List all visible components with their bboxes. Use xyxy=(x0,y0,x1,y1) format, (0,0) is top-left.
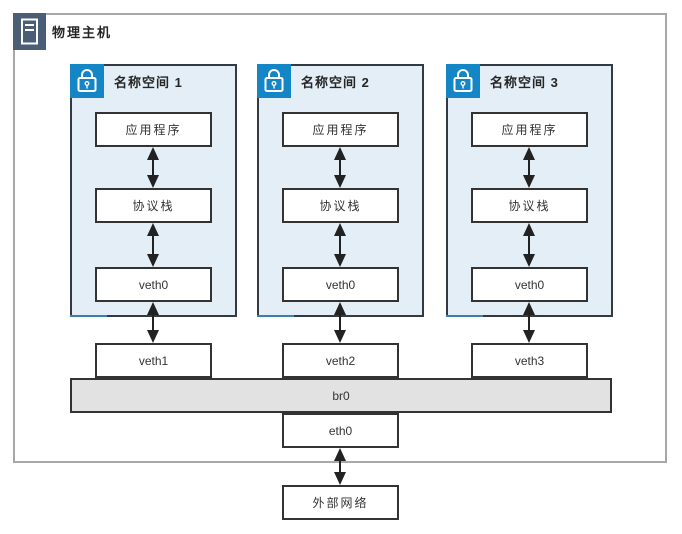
arrow-app-stack-1 xyxy=(146,147,160,188)
host-title: 物理主机 xyxy=(52,25,113,40)
protocol-stack-node: 协议栈 xyxy=(282,188,399,223)
arrow-veth0-veth1 xyxy=(146,302,160,343)
app-node: 应用程序 xyxy=(471,112,588,147)
arrow-stack-veth0-2 xyxy=(333,223,347,267)
namespace-accent-segment xyxy=(257,315,294,317)
lock-icon xyxy=(70,64,104,98)
veth0-node: veth0 xyxy=(471,267,588,302)
veth0-node: veth0 xyxy=(282,267,399,302)
arrow-veth0-veth3 xyxy=(522,302,536,343)
namespace-box-3: 名称空间 3 应用程序 协议栈 veth0 xyxy=(446,64,613,317)
app-node: 应用程序 xyxy=(95,112,212,147)
veth1-node: veth1 xyxy=(95,343,212,378)
lock-icon xyxy=(446,64,480,98)
namespace-accent-segment xyxy=(70,315,107,317)
server-icon xyxy=(13,13,46,50)
veth2-node: veth2 xyxy=(282,343,399,378)
bridge-br0-node: br0 xyxy=(70,378,612,413)
namespace-title: 名称空间 3 xyxy=(490,74,559,90)
arrow-stack-veth0-1 xyxy=(146,223,160,267)
arrow-veth0-veth2 xyxy=(333,302,347,343)
protocol-stack-node: 协议栈 xyxy=(95,188,212,223)
namespace-title: 名称空间 2 xyxy=(301,74,370,90)
app-node: 应用程序 xyxy=(282,112,399,147)
eth0-node: eth0 xyxy=(282,413,399,448)
lock-icon xyxy=(257,64,291,98)
arrow-stack-veth0-3 xyxy=(522,223,536,267)
namespace-title: 名称空间 1 xyxy=(114,74,183,90)
namespace-box-2: 名称空间 2 应用程序 协议栈 veth0 xyxy=(257,64,424,317)
namespace-accent-segment xyxy=(446,315,483,317)
arrow-app-stack-2 xyxy=(333,147,347,188)
arrow-app-stack-3 xyxy=(522,147,536,188)
namespace-box-1: 名称空间 1 应用程序 协议栈 veth0 xyxy=(70,64,237,317)
veth0-node: veth0 xyxy=(95,267,212,302)
veth3-node: veth3 xyxy=(471,343,588,378)
external-network-node: 外部网络 xyxy=(282,485,399,520)
protocol-stack-node: 协议栈 xyxy=(471,188,588,223)
server-icon-glyph xyxy=(21,18,38,45)
arrow-eth0-external xyxy=(333,448,347,485)
